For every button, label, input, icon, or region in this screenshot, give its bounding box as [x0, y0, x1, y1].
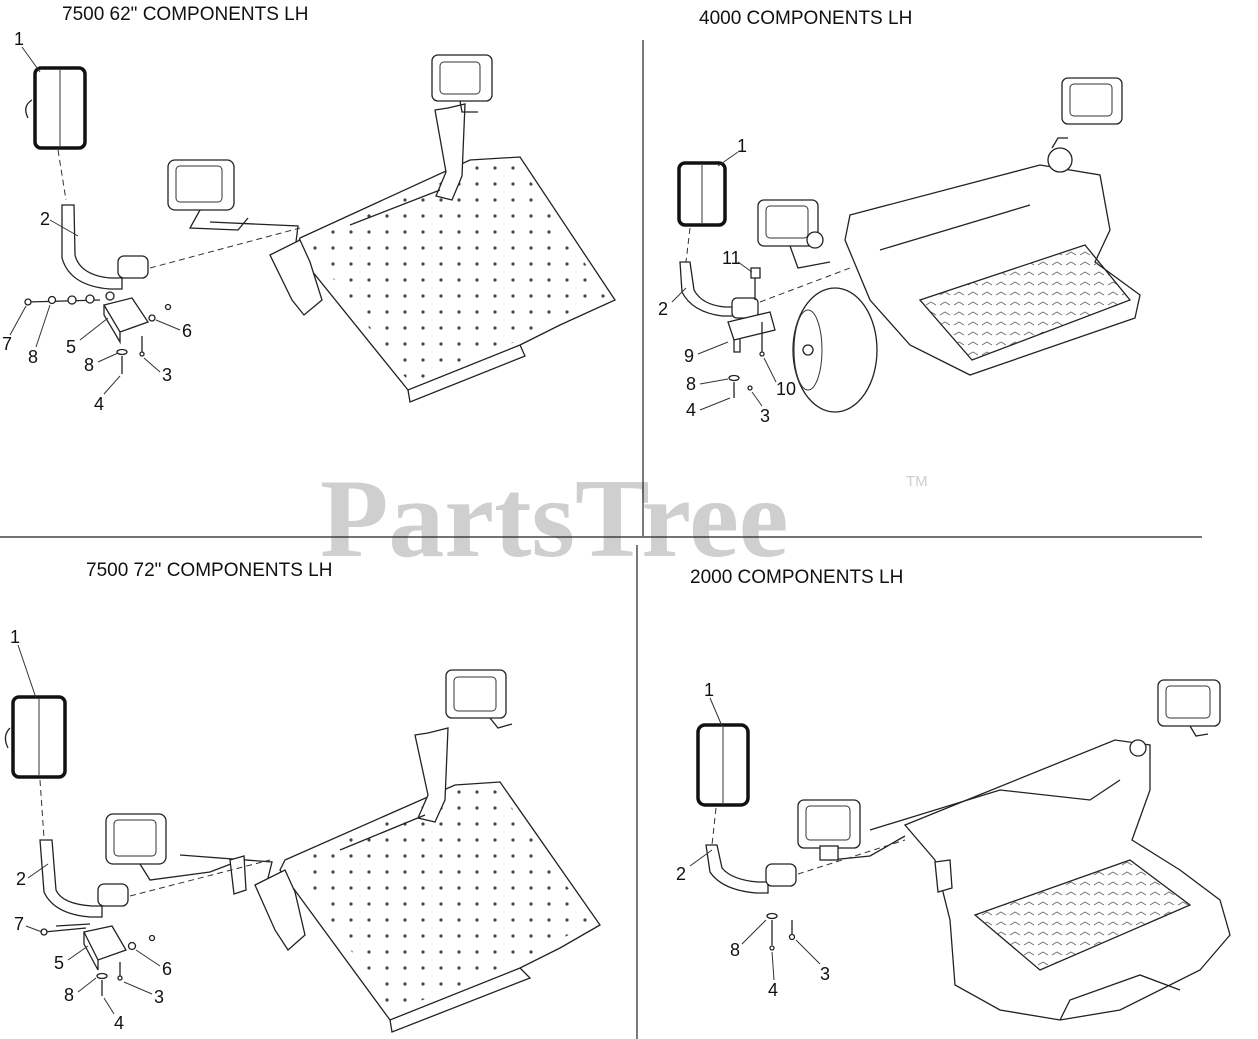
hardware-set — [40, 923, 156, 996]
callout-label: 11 — [722, 248, 741, 268]
callout-label: 6 — [182, 321, 192, 341]
callout-label: 8 — [64, 985, 74, 1005]
mounting-bracket — [102, 297, 150, 345]
callout-label: 3 — [154, 987, 164, 1007]
mirror-head — [4, 695, 67, 779]
work-light-front — [167, 159, 249, 231]
callout-label: 1 — [10, 627, 20, 647]
work-light-rear — [445, 669, 513, 729]
mirror-head — [25, 66, 87, 150]
mirror-arm — [705, 844, 797, 894]
frame-arm — [209, 103, 466, 316]
frame-arm — [179, 727, 449, 951]
work-light-front — [797, 799, 906, 861]
trademark-mark: TM — [906, 473, 928, 490]
callout-label: 4 — [114, 1013, 124, 1033]
callout-label: 4 — [686, 400, 696, 420]
callout-label: 2 — [676, 864, 686, 884]
work-light-front — [757, 199, 831, 269]
callout-label: 4 — [768, 980, 778, 1000]
callout-label: 9 — [684, 346, 694, 366]
mirror-head — [677, 161, 727, 227]
callout-label: 5 — [66, 337, 76, 357]
watermark-text: PartsTree — [320, 457, 789, 581]
work-light-rear — [431, 54, 493, 113]
panel-title: 7500 72" COMPONENTS LH — [86, 560, 332, 581]
callout-label: 7 — [2, 334, 12, 354]
work-light-rear — [1061, 77, 1123, 125]
callout-label: 6 — [162, 959, 172, 979]
panel-title: 7500 62" COMPONENTS LH — [62, 4, 308, 25]
panel-title: 4000 COMPONENTS LH — [699, 8, 912, 29]
hardware-set — [766, 912, 796, 951]
callout-label: 1 — [14, 29, 24, 49]
callout-label: 2 — [658, 299, 668, 319]
callout-label: 2 — [16, 869, 26, 889]
panel-title: 2000 COMPONENTS LH — [690, 567, 903, 588]
panel-4000: 4000 COMPONENTS LH — [658, 8, 1141, 426]
chassis-frame — [869, 739, 1231, 1021]
callout-label: 3 — [820, 964, 830, 984]
callout-label: 8 — [730, 940, 740, 960]
callout-label: 1 — [704, 680, 714, 700]
mounting-bracket — [727, 311, 776, 353]
panel-2000: 2000 COMPONENTS LH — [676, 567, 1231, 1021]
hardware-set — [24, 291, 172, 374]
mirror-arm — [61, 204, 149, 290]
callout-label: 8 — [84, 355, 94, 375]
work-light-front — [105, 813, 247, 895]
mounting-bracket — [83, 925, 127, 971]
panel-7500-62: 7500 62" COMPONENTS LH — [2, 4, 616, 414]
callout-label: 10 — [776, 379, 796, 399]
callout-label: 5 — [54, 953, 64, 973]
chassis-frame — [844, 137, 1141, 376]
callout-label: 8 — [28, 347, 38, 367]
callout-label: 3 — [162, 365, 172, 385]
work-light-rear — [1157, 679, 1221, 737]
callout-label: 8 — [686, 374, 696, 394]
deck-plate — [279, 781, 601, 1033]
callout-label: 4 — [94, 394, 104, 414]
hardware-set — [728, 267, 765, 398]
callout-label: 7 — [14, 914, 24, 934]
panel-7500-72: 7500 72" COMPONENTS LH — [4, 560, 601, 1033]
mirror-head — [696, 723, 750, 807]
mirror-arm — [679, 261, 759, 319]
caster-wheel — [792, 287, 878, 413]
callout-label: 2 — [40, 209, 50, 229]
callout-label: 3 — [760, 406, 770, 426]
mirror-arm — [39, 839, 129, 918]
callout-label: 1 — [737, 136, 747, 156]
